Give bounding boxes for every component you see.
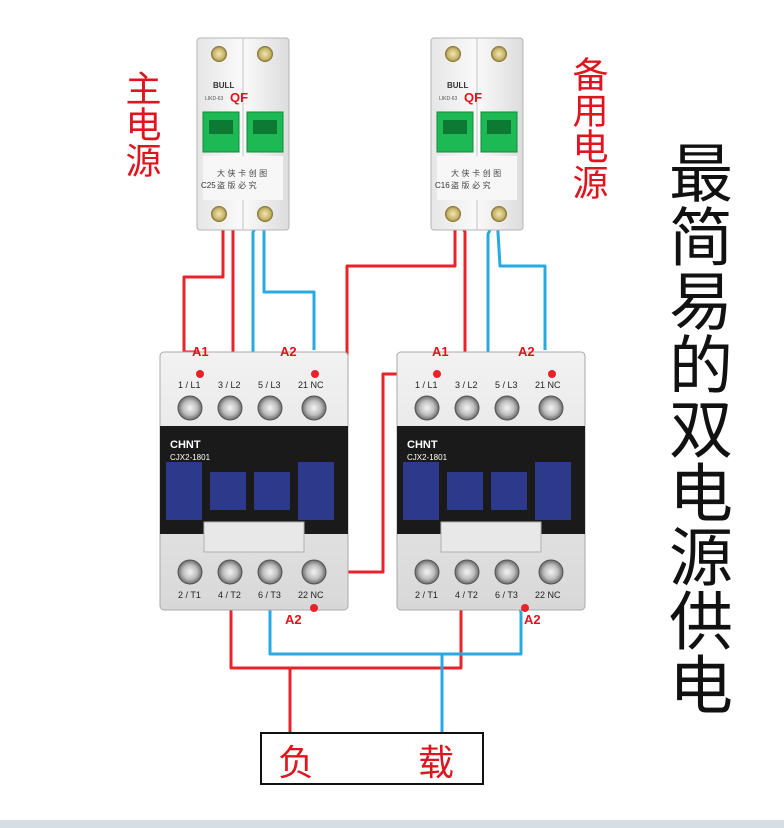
terminal-label: 2 / T1 <box>415 590 438 600</box>
screw <box>454 559 480 585</box>
screw <box>491 46 507 62</box>
terminal-label: 2 / T1 <box>178 590 201 600</box>
terminal-label: 6 / T3 <box>495 590 518 600</box>
screw <box>301 559 327 585</box>
screw <box>494 395 520 421</box>
terminal-label: 22 NC <box>535 590 561 600</box>
terminal-label: 6 / T3 <box>258 590 281 600</box>
model-small: LIKD-63 <box>439 96 458 102</box>
coil-terminal <box>548 370 556 378</box>
rating-label: C25 <box>201 181 216 190</box>
breaker-text-1: 大 侠 卡 创 图 <box>217 168 267 178</box>
coil-terminal <box>310 604 318 612</box>
screw <box>257 206 273 222</box>
wire-left-t2-load <box>229 575 463 670</box>
screw <box>177 395 203 421</box>
terminal-label: 22 NC <box>298 590 324 600</box>
qf-label: QF <box>464 90 482 105</box>
screw <box>257 395 283 421</box>
screw <box>217 559 243 585</box>
screw <box>217 395 243 421</box>
main-source-label: 主电源 <box>120 70 161 178</box>
coil-label-a2-left-bottom: A2 <box>285 612 302 627</box>
terminal-label: 21 NC <box>298 380 324 390</box>
screw <box>257 46 273 62</box>
wire-left-t3-load <box>268 575 523 656</box>
contactor-brand: CHNT <box>170 439 201 451</box>
wire-main-live-a1 <box>182 216 225 354</box>
screw <box>538 559 564 585</box>
contactor-model: CJX2-1801 <box>407 453 448 462</box>
screw <box>538 395 564 421</box>
coil-label-a1-right: A1 <box>432 344 449 359</box>
contactor-left: CHNT CJX2-1801 1 / L1 3 / L2 5 / L3 21 N… <box>159 351 349 612</box>
breaker-text-1: 大 侠 卡 创 图 <box>451 168 501 178</box>
terminal-label: 1 / L1 <box>415 380 438 390</box>
screw <box>445 46 461 62</box>
terminal-label: 21 NC <box>535 380 561 390</box>
coil-label-a1-left: A1 <box>192 344 209 359</box>
qf-label: QF <box>230 90 248 105</box>
terminal-label: 3 / L2 <box>455 380 478 390</box>
backup-source-label: 备用电源 <box>567 56 608 200</box>
brand-label: BULL <box>213 81 234 90</box>
screw <box>177 559 203 585</box>
page-title: 最简易的双电源供电 <box>658 140 732 716</box>
breaker-main: BULL QF LIKD-63 C25 大 侠 卡 创 图 盗 版 必 究 <box>196 37 290 231</box>
contactor-brand: CHNT <box>407 439 438 451</box>
load-label-left: 负 <box>278 743 314 784</box>
load-box: 负 载 <box>260 732 484 785</box>
screw <box>257 559 283 585</box>
coil-terminal <box>521 604 529 612</box>
breaker-text-2: 盗 版 必 究 <box>217 180 257 190</box>
bottom-strip <box>0 820 784 828</box>
screw <box>454 395 480 421</box>
coil-label-a2-right-bottom: A2 <box>524 612 541 627</box>
terminal-label: 4 / T2 <box>218 590 241 600</box>
screw <box>414 559 440 585</box>
coil-terminal <box>196 370 204 378</box>
model-small: LIKD-63 <box>205 96 224 102</box>
breaker-text-2: 盗 版 必 究 <box>451 180 491 190</box>
screw <box>414 395 440 421</box>
screw <box>211 46 227 62</box>
coil-terminal <box>433 370 441 378</box>
terminal-label: 1 / L1 <box>178 380 201 390</box>
breaker-backup: BULL QF LIKD-63 C16 大 侠 卡 创 图 盗 版 必 究 <box>430 37 524 231</box>
contactor-model: CJX2-1801 <box>170 453 211 462</box>
load-label-right: 载 <box>418 743 454 784</box>
screw <box>491 206 507 222</box>
screw <box>211 206 227 222</box>
brand-label: BULL <box>447 81 468 90</box>
coil-label-a2-left: A2 <box>280 344 297 359</box>
terminal-label: 5 / L3 <box>258 380 281 390</box>
terminal-label: 4 / T2 <box>455 590 478 600</box>
contactor-right: CHNT CJX2-1801 1 / L1 3 / L2 5 / L3 21 N… <box>396 351 586 612</box>
screw <box>445 206 461 222</box>
wire-main-neutral-a2 <box>262 216 316 350</box>
terminal-label: 5 / L3 <box>495 380 518 390</box>
terminal-label: 3 / L2 <box>218 380 241 390</box>
screw <box>494 559 520 585</box>
wire-backup-neutral-a2 <box>495 215 547 350</box>
rating-label: C16 <box>435 181 450 190</box>
coil-label-a2-right: A2 <box>518 344 535 359</box>
coil-terminal <box>311 370 319 378</box>
screw <box>301 395 327 421</box>
